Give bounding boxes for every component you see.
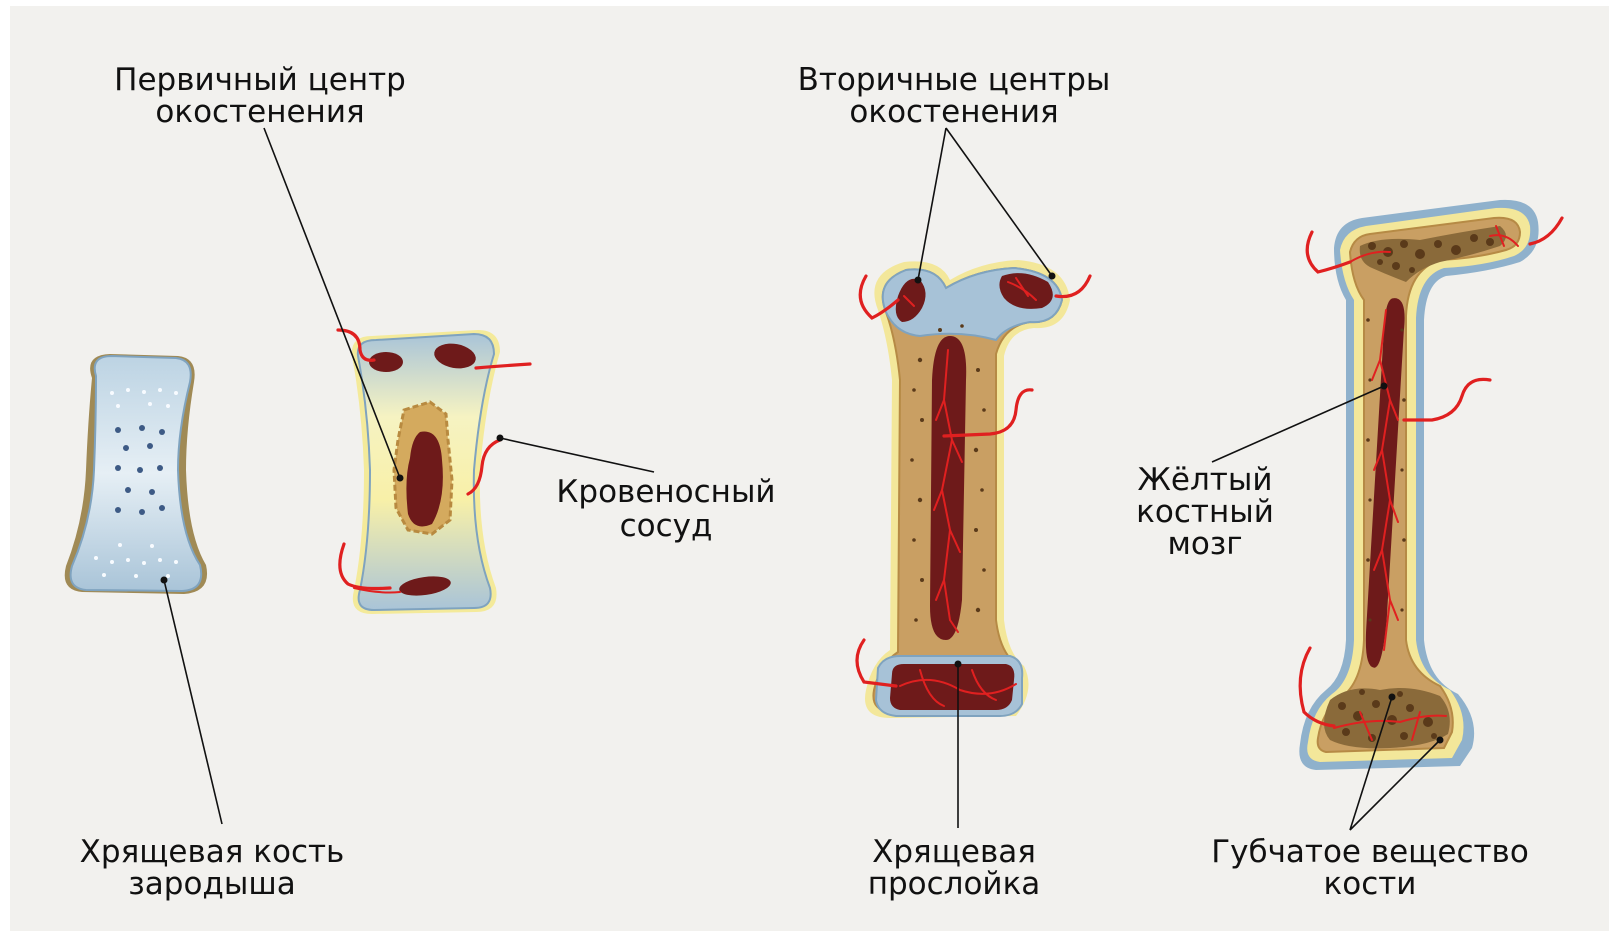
label-primary-center-line1: Первичный центр bbox=[114, 62, 406, 98]
spongy-tissue-bottom bbox=[1324, 688, 1450, 748]
primary-ossification-bone bbox=[338, 330, 530, 614]
label-yellow-marrow-line3: мозг bbox=[1167, 526, 1242, 562]
embryo-cartilage-bone bbox=[65, 354, 207, 594]
adult-bone bbox=[1299, 200, 1562, 770]
label-blood-vessel-line2: сосуд bbox=[620, 508, 713, 544]
label-blood-vessel-line1: Кровеносный bbox=[556, 474, 775, 510]
label-secondary-centers-line1: Вторичные центры bbox=[798, 62, 1111, 98]
label-spongy-line2: кости bbox=[1324, 866, 1417, 902]
label-spongy-line1: Губчатое вещество bbox=[1211, 834, 1529, 870]
label-yellow-marrow-line2: костный bbox=[1136, 494, 1274, 530]
label-secondary-centers-line2: окостенения bbox=[849, 94, 1058, 130]
label-cartilage-bone-line2: зародыша bbox=[128, 866, 295, 902]
secondary-ossification-bone bbox=[857, 260, 1090, 718]
labels: Первичный центр окостенения Вторичные це… bbox=[80, 62, 1529, 902]
label-yellow-marrow-line1: Жёлтый bbox=[1138, 462, 1273, 498]
label-cartilage-bone-line1: Хрящевая кость bbox=[80, 834, 345, 870]
label-primary-center-line2: окостенения bbox=[155, 94, 364, 130]
blood-vessels-stage4 bbox=[1300, 218, 1562, 740]
label-cartilage-layer-line2: прослойка bbox=[868, 866, 1041, 902]
label-cartilage-layer-line1: Хрящевая bbox=[872, 834, 1036, 870]
